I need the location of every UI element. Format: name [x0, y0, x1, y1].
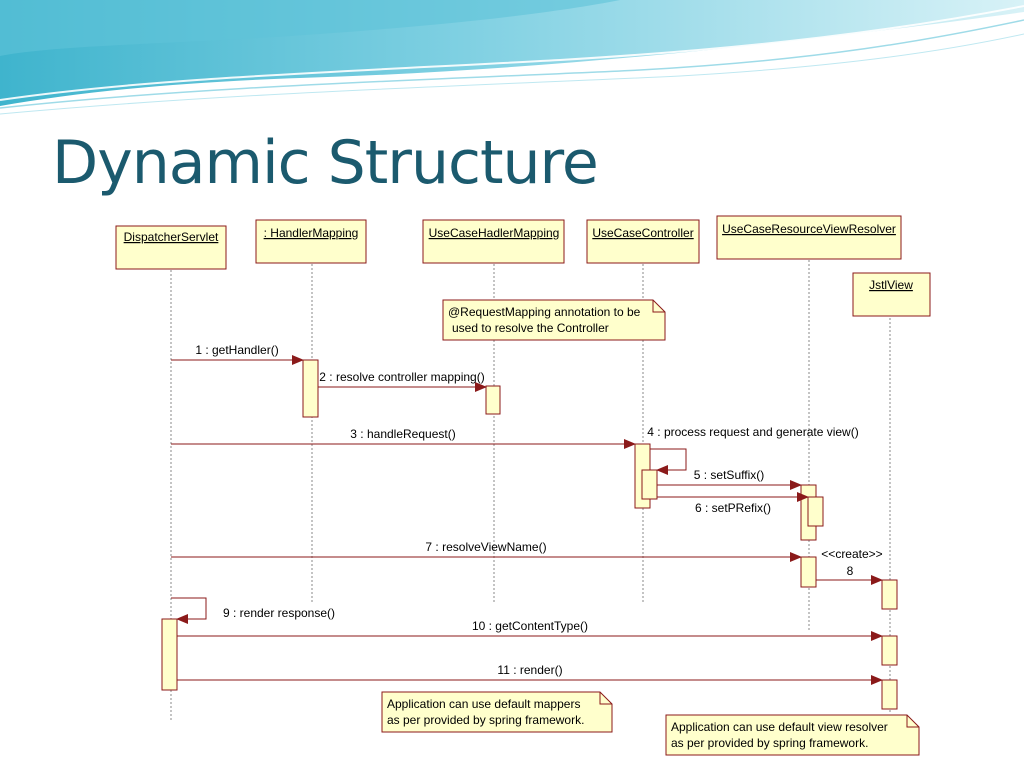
- slide-title: Dynamic Structure: [52, 128, 599, 198]
- activation-resolver-c: [800, 556, 817, 588]
- activation-resolver-b: [807, 496, 824, 527]
- activation-dispatcher: [161, 618, 178, 691]
- message-9-arrow: [171, 597, 207, 624]
- message-9-label: 9 : render response(): [223, 606, 335, 620]
- note-default-mappers: Application can use default mappers as p…: [381, 691, 613, 733]
- object-jstl-label: JstlView: [869, 278, 913, 292]
- object-hadler-box: [422, 219, 565, 264]
- object-controller-box: [586, 219, 700, 264]
- activation-jstl-c: [881, 679, 898, 710]
- note-default-view-resolver: Application can use default view resolve…: [665, 714, 920, 756]
- activation-hadler: [485, 385, 501, 415]
- object-controller-label: UseCaseController: [592, 226, 693, 240]
- header-banner: [0, 0, 1024, 120]
- object-resolver-label: UseCaseResourceViewResolver: [722, 222, 896, 236]
- message-4-label: 4 : process request and generate view(): [647, 425, 858, 439]
- note-request-mapping-line-2: used to resolve the Controller: [452, 321, 609, 335]
- note-default-view-resolver-line-2: as per provided by spring framework.: [671, 736, 868, 750]
- activation-jstl-b: [881, 635, 898, 666]
- message-4-arrow: [650, 448, 687, 475]
- message-8-label: 8: [847, 564, 854, 578]
- note-request-mapping-line-1: @RequestMapping annotation to be: [448, 305, 641, 319]
- message-3-label: 3 : handleRequest(): [350, 427, 455, 441]
- message-11-label: 11 : render(): [497, 663, 562, 677]
- activation-controller-self: [641, 469, 658, 500]
- object-handler-label: : HandlerMapping: [264, 226, 359, 240]
- note-default-mappers-line-2: as per provided by spring framework.: [387, 713, 584, 727]
- activation-jstl-a: [881, 579, 898, 610]
- message-1-label: 1 : getHandler(): [195, 343, 278, 357]
- note-default-view-resolver-line-1: Application can use default view resolve…: [671, 720, 888, 734]
- object-handler-box: [255, 219, 367, 264]
- object-dispatcher-label: DispatcherServlet: [124, 230, 219, 244]
- message-6-label: 6 : setPRefix(): [695, 501, 771, 515]
- object-hadler-label: UseCaseHadlerMapping: [429, 226, 560, 240]
- message-2-label: 2 : resolve controller mapping(): [319, 370, 484, 384]
- message-5-label: 5 : setSuffix(): [694, 468, 764, 482]
- note-request-mapping: @RequestMapping annotation to be used to…: [442, 299, 666, 341]
- message-7-label: 7 : resolveViewName(): [425, 540, 546, 554]
- activation-handler: [302, 359, 319, 418]
- object-resolver-box: [716, 215, 902, 260]
- object-dispatcher-box: [115, 225, 227, 270]
- message-8-stereotype-label: <<create>>: [821, 547, 882, 561]
- note-default-mappers-line-1: Application can use default mappers: [387, 697, 580, 711]
- object-jstl-box: [852, 272, 931, 317]
- message-10-label: 10 : getContentType(): [472, 619, 588, 633]
